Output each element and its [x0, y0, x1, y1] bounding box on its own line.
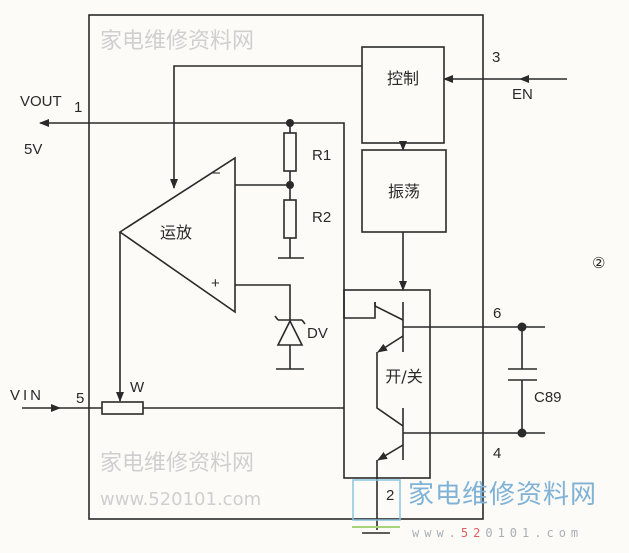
- vout-label: VOUT: [20, 93, 62, 110]
- r1-resistor: [283, 132, 297, 172]
- plus-input-wire: [235, 284, 291, 320]
- control-block: 控制: [361, 46, 445, 144]
- logo-frame: [352, 479, 401, 521]
- watermark-text: 家电维修资料网: [100, 29, 254, 54]
- logo-text: 家电维修资料网: [408, 480, 597, 510]
- r2-resistor: [283, 199, 297, 239]
- r2-label: R2: [312, 209, 331, 226]
- switch-block: 开/关: [343, 289, 522, 530]
- cap-label: C89: [534, 389, 562, 406]
- pin-1-label: 1: [74, 99, 82, 116]
- pin-5-label: 5: [76, 390, 84, 407]
- r1-label: R1: [312, 147, 331, 164]
- zener-label: DV: [307, 325, 328, 342]
- pin-6-label: 6: [493, 305, 501, 322]
- svg-text:+: +: [211, 275, 220, 292]
- logo-url: www.520101.com: [412, 526, 583, 540]
- pin-3-label: 3: [492, 49, 500, 66]
- pin-2-label: 2: [386, 487, 394, 504]
- vin-label: VIN: [10, 387, 44, 404]
- capacitor-c89: [508, 327, 537, 433]
- potentiometer-w: [101, 401, 144, 415]
- svg-text:控制: 控制: [387, 69, 419, 88]
- zener-diode: [274, 315, 306, 370]
- svg-text:−: −: [212, 165, 221, 182]
- watermark: 家电维修资料网 家电维修资料网 www.520101.com: [100, 29, 261, 510]
- pin-4-label: 4: [493, 445, 501, 462]
- svg-text:振荡: 振荡: [388, 182, 420, 201]
- vout-voltage-label: 5V: [24, 141, 42, 158]
- pot-label: W: [130, 379, 145, 396]
- en-label: EN: [512, 86, 533, 103]
- watermark-url: www.520101.com: [100, 489, 261, 510]
- watermark-text: 家电维修资料网: [100, 451, 254, 476]
- figure-number: ②: [592, 255, 605, 272]
- opamp: 运放 − +: [118, 156, 236, 314]
- ic-outline: [88, 14, 484, 520]
- site-logo: 家电维修资料网 www.520101.com: [408, 480, 597, 540]
- oscillator-block: 振荡: [361, 149, 447, 233]
- control-to-opamp-wire: [170, 65, 362, 189]
- svg-text:运放: 运放: [160, 223, 192, 242]
- svg-text:开/关: 开/关: [385, 367, 422, 386]
